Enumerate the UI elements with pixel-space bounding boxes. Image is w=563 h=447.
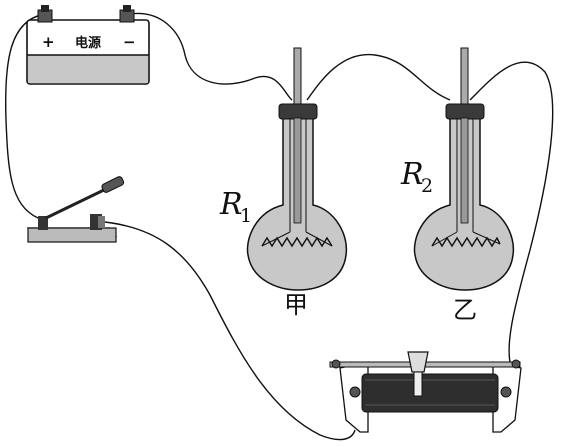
heating-coil-1 <box>261 236 333 248</box>
wires <box>4 12 554 441</box>
caption-jia: 甲 <box>284 291 308 319</box>
rheostat-terminal-left[interactable] <box>349 386 361 398</box>
battery-terminal-minus <box>119 5 135 23</box>
r2-subscript: 2 <box>421 175 433 197</box>
rheostat-terminal-right[interactable] <box>500 386 512 398</box>
rheostat <box>329 351 522 433</box>
flask-yi <box>413 47 515 291</box>
r1-subscript: 1 <box>240 205 252 227</box>
caption-yi: 乙 <box>453 296 477 324</box>
battery-terminal-plus <box>37 5 53 23</box>
r2-symbol: R <box>400 157 424 192</box>
thermometer-2 <box>460 47 469 109</box>
wire-flask2-rheostat <box>469 61 554 363</box>
battery-label: 电源 <box>75 35 101 51</box>
knife-switch[interactable] <box>26 176 125 243</box>
stopper-2 <box>445 103 485 120</box>
thermometer-1 <box>293 47 302 109</box>
flask-jia <box>246 47 348 291</box>
rheostat-slider[interactable] <box>407 351 429 397</box>
battery-shade <box>28 55 148 83</box>
resistance-coil <box>361 373 499 413</box>
wire-battery-flask1 <box>129 12 293 101</box>
battery: + − 电源 <box>26 5 150 85</box>
switch-handle[interactable] <box>101 176 125 194</box>
label-r2: R 2 <box>400 157 433 197</box>
heating-coil-2 <box>431 236 501 248</box>
r1-symbol: R <box>219 187 243 222</box>
stopper-1 <box>278 103 318 120</box>
label-r1: R 1 <box>219 187 252 227</box>
switch-post-left <box>38 216 48 230</box>
wire-switch-rheostat <box>104 221 356 441</box>
battery-plus-sign: + <box>42 33 55 51</box>
battery-minus-sign: − <box>123 33 136 51</box>
switch-blade <box>45 186 109 220</box>
wire-battery-switch <box>4 13 46 219</box>
wire-flask1-flask2 <box>306 53 451 101</box>
switch-base <box>27 227 117 243</box>
